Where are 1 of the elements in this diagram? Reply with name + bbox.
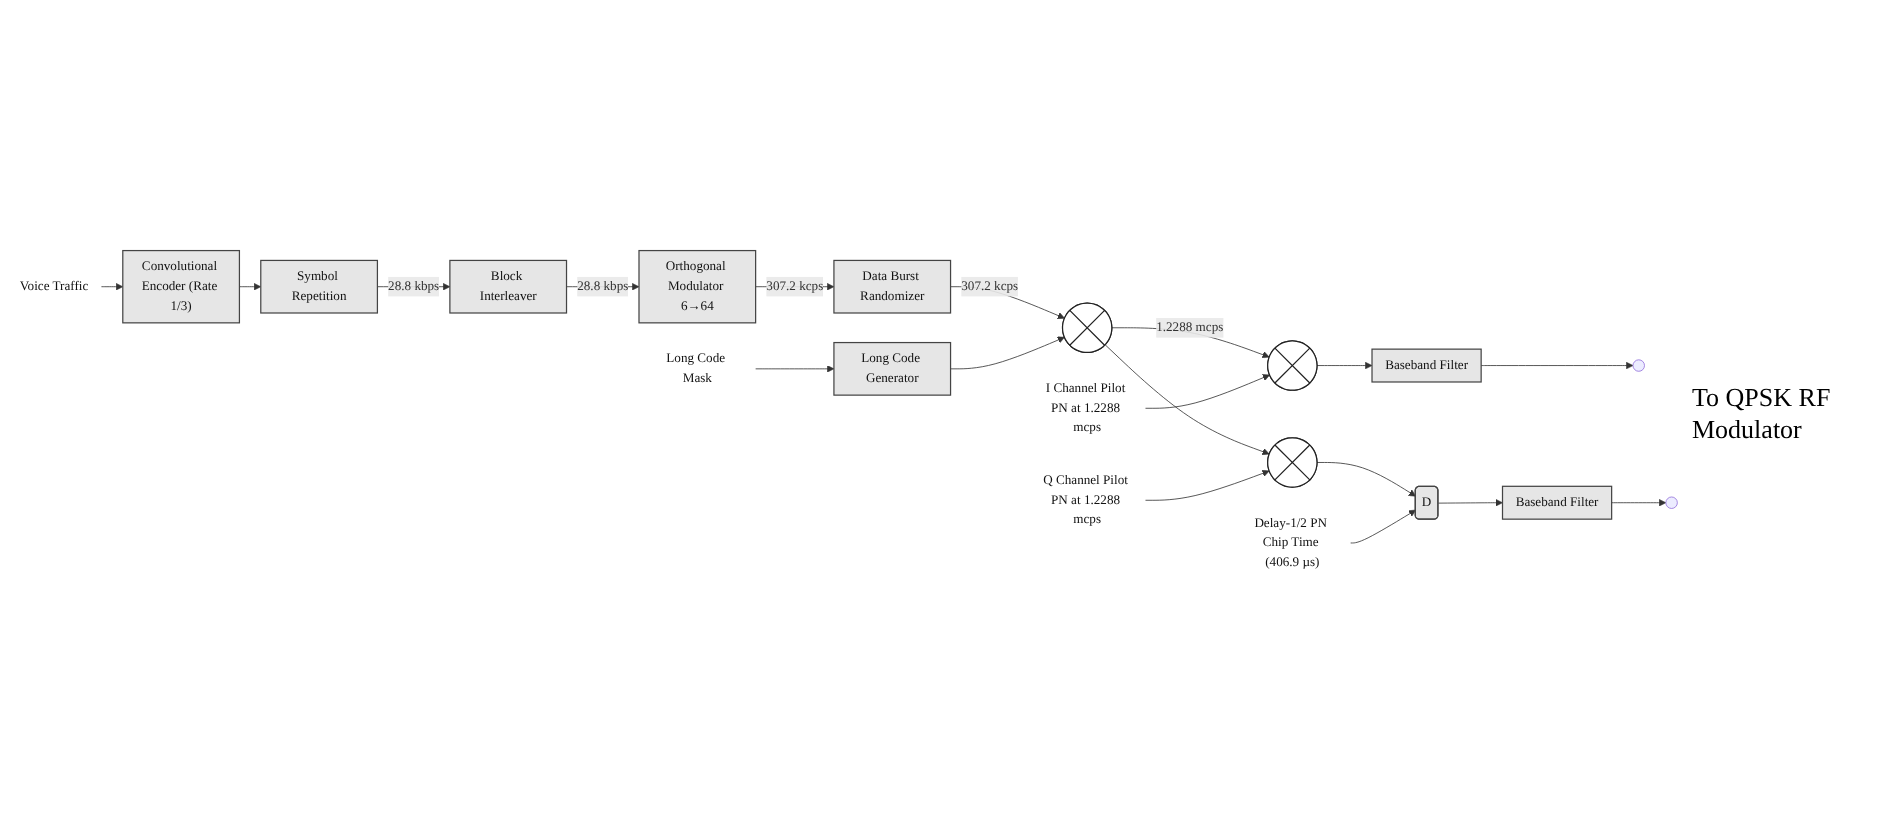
note-text: To QPSK RF Modulator <box>1692 382 1833 446</box>
